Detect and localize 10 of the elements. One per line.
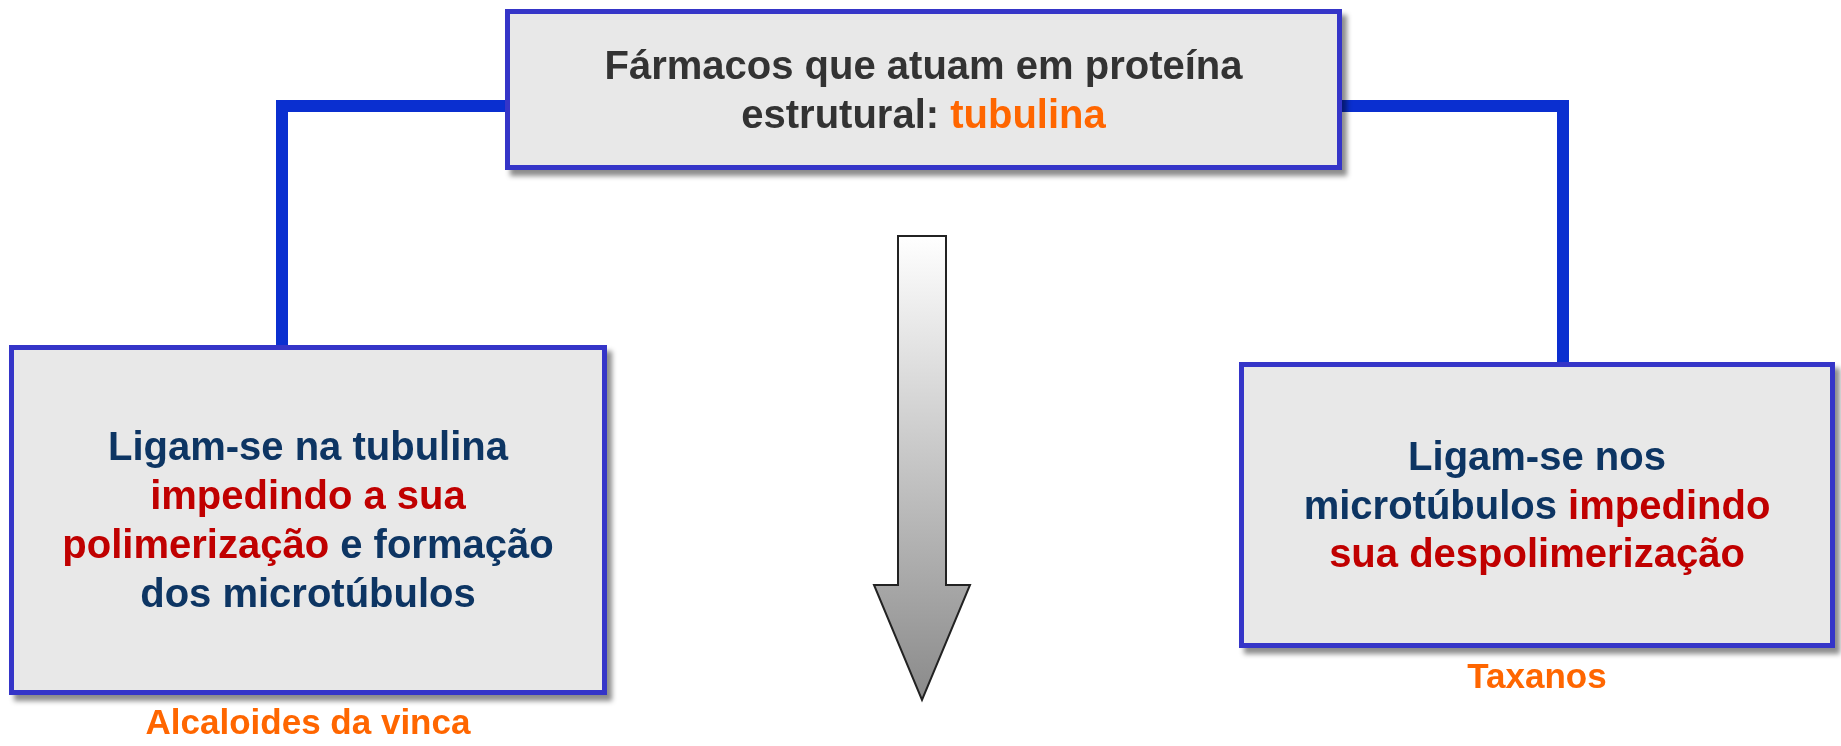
box-text: Ligam-se na tubulina impedindo a sua polimerização e formação dos microtúbulos	[61, 423, 555, 617]
box-text: Fármacos que atuam em proteína estrutural: tubulina	[603, 41, 1244, 138]
connector-line	[1342, 100, 1569, 362]
text-box	[505, 9, 1342, 170]
group-label: Taxanos	[1466, 656, 1608, 696]
text-box	[1239, 362, 1835, 648]
text-box	[9, 345, 607, 695]
box-text: Ligam-se nos microtúbulos impedindo sua despolimerização	[1302, 432, 1772, 578]
group-label: Alcaloides da vinca	[144, 702, 472, 742]
connector-line	[276, 100, 505, 345]
